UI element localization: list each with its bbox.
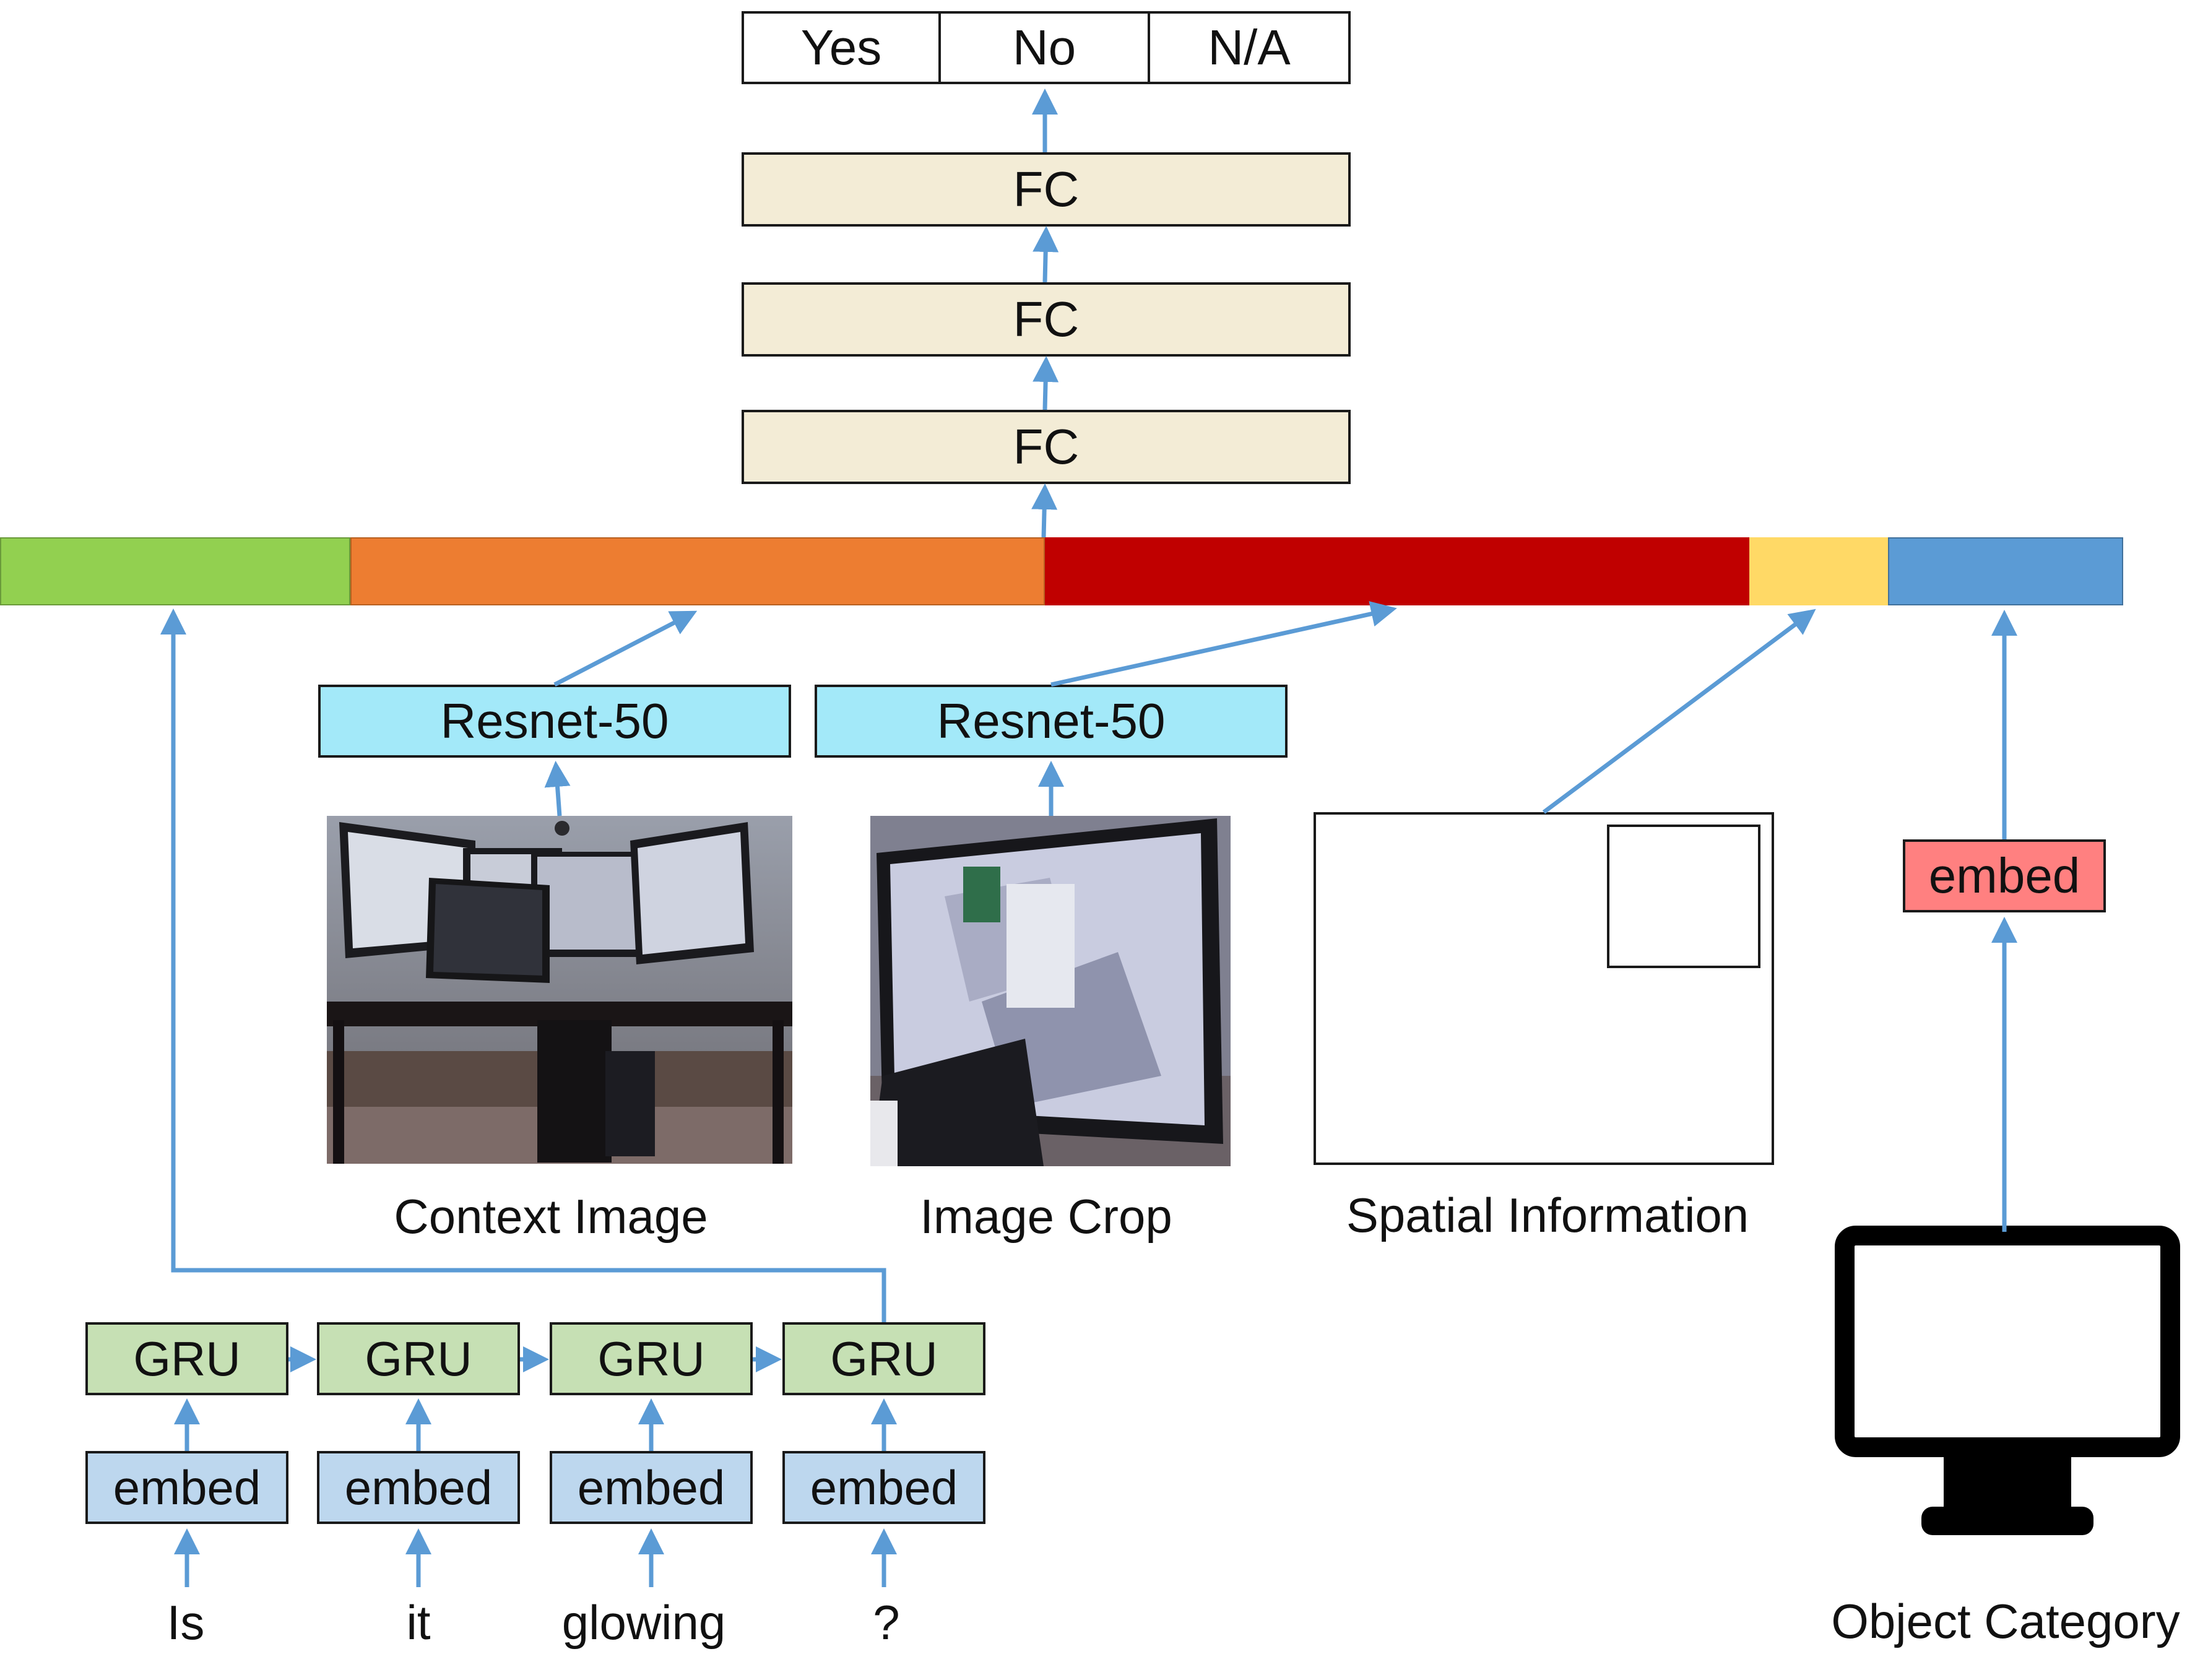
arrow-gru-to-vector	[160, 608, 886, 1322]
output-no-label: No	[1012, 20, 1076, 75]
output-yes-label: Yes	[800, 20, 882, 75]
output-na-box: N/A	[1148, 11, 1351, 84]
context-image-illustration	[327, 816, 792, 1164]
word-embed-3: embed	[550, 1451, 753, 1524]
output-no-box: No	[938, 11, 1150, 84]
resnet-crop-box: Resnet-50	[815, 685, 1288, 758]
word-embed-1-label: embed	[113, 1460, 261, 1515]
image-crop-caption: Image Crop	[920, 1189, 1172, 1244]
feature-segment-crop	[1045, 537, 1749, 605]
context-image-caption: Context Image	[394, 1189, 708, 1244]
word-embed-2: embed	[317, 1451, 520, 1524]
feature-segment-category	[1888, 537, 2123, 605]
arrow-context-image-to-resnet	[544, 761, 571, 816]
gru-cell-3: GRU	[550, 1322, 753, 1395]
word-embed-4: embed	[782, 1451, 985, 1524]
fc-layer-bottom: FC	[742, 410, 1351, 484]
word-embed-4-label: embed	[810, 1460, 958, 1515]
category-embed-label: embed	[1928, 848, 2080, 903]
arrow-vector-to-fc3	[1031, 483, 1058, 538]
gru-cell-2-label: GRU	[365, 1331, 472, 1386]
gru-cell-1-label: GRU	[133, 1331, 241, 1386]
output-yes-box: Yes	[742, 11, 941, 84]
fc-layer-top-label: FC	[1013, 162, 1080, 217]
output-na-label: N/A	[1208, 20, 1291, 75]
resnet-context-label: Resnet-50	[440, 693, 669, 748]
question-token-4: ?	[873, 1595, 900, 1650]
resnet-crop-label: Resnet-50	[937, 693, 1166, 748]
category-embed-box: embed	[1903, 839, 2106, 912]
question-token-1: Is	[167, 1595, 205, 1650]
object-category-caption: Object Category	[1831, 1594, 2180, 1648]
feature-segment-context	[350, 537, 1045, 605]
fc-layer-top: FC	[742, 152, 1351, 227]
question-token-2: it	[406, 1595, 431, 1650]
image-crop-illustration	[870, 816, 1231, 1166]
image-crop	[870, 816, 1231, 1166]
spatial-information-caption: Spatial Information	[1346, 1188, 1749, 1242]
arrow-resnet-context-to-vector	[553, 610, 698, 687]
arrow-fc2-to-fc1	[1033, 226, 1059, 283]
fc-layer-middle: FC	[742, 282, 1351, 357]
arrow-fc3-to-fc2	[1033, 356, 1059, 410]
spatial-frame	[1314, 812, 1774, 1165]
gru-cell-1: GRU	[85, 1322, 288, 1395]
word-embed-1: embed	[85, 1451, 288, 1524]
fc-layer-bottom-label: FC	[1013, 419, 1080, 474]
gru-cell-4-label: GRU	[830, 1331, 938, 1386]
context-image	[327, 816, 792, 1164]
feature-segment-spatial	[1749, 537, 1888, 605]
resnet-context-box: Resnet-50	[318, 685, 791, 758]
question-token-3: glowing	[561, 1595, 726, 1650]
word-embed-2-label: embed	[344, 1460, 493, 1515]
word-embed-3-label: embed	[577, 1460, 725, 1515]
gru-cell-3-label: GRU	[597, 1331, 705, 1386]
gru-cell-4: GRU	[782, 1322, 985, 1395]
feature-segment-question	[0, 537, 350, 605]
gru-cell-2: GRU	[317, 1322, 520, 1395]
arrow-resnet-crop-to-vector	[1050, 601, 1397, 687]
arrow-spatial-to-vector	[1542, 608, 1816, 814]
monitor-icon	[1835, 1226, 2180, 1535]
fc-layer-middle-label: FC	[1013, 292, 1080, 347]
spatial-bbox	[1607, 825, 1760, 968]
